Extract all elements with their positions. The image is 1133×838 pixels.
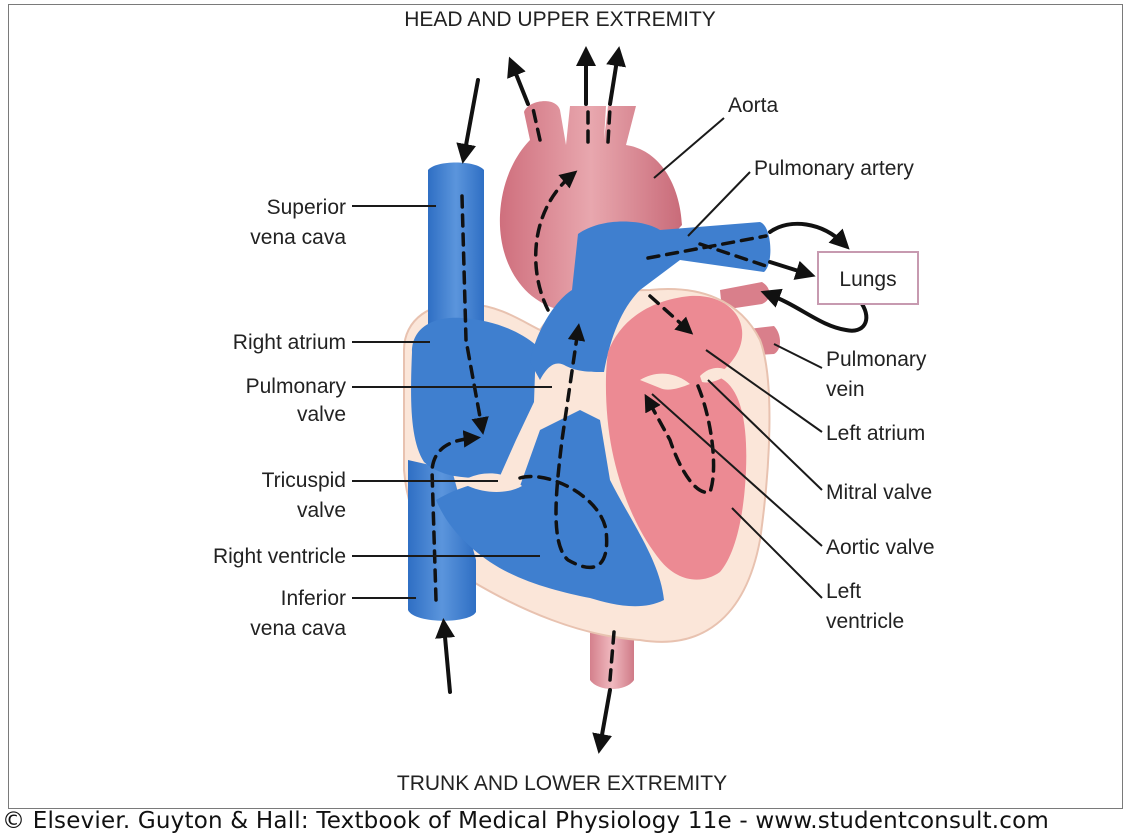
label-tricuspid-valve-1: Tricuspid (262, 469, 346, 492)
label-right-atrium: Right atrium (233, 331, 346, 354)
label-mitral-valve: Mitral valve (826, 481, 932, 504)
label-superior-vena-cava-2: vena cava (250, 226, 346, 249)
label-pulmonary-vein-2: vein (826, 378, 865, 401)
label-aorta: Aorta (728, 94, 779, 117)
label-left-ventricle-2: ventricle (826, 610, 904, 633)
label-inferior-vena-cava-2: vena cava (250, 617, 346, 640)
superior-vena-cava (428, 163, 484, 341)
label-pulmonary-valve-1: Pulmonary (246, 375, 347, 398)
caption-top: HEAD AND UPPER EXTREMITY (404, 8, 716, 31)
caption-bottom: TRUNK AND LOWER EXTREMITY (397, 772, 727, 795)
label-superior-vena-cava-1: Superior (267, 196, 346, 219)
label-tricuspid-valve-2: valve (297, 499, 346, 522)
label-pulmonary-valve-2: valve (297, 403, 346, 426)
lungs-label: Lungs (839, 268, 896, 291)
label-inferior-vena-cava-1: Inferior (281, 587, 346, 610)
label-left-ventricle-1: Left (826, 580, 861, 603)
label-aortic-valve: Aortic valve (826, 536, 935, 559)
label-right-ventricle: Right ventricle (213, 545, 346, 568)
label-pulmonary-artery: Pulmonary artery (754, 157, 914, 180)
label-pulmonary-vein-1: Pulmonary (826, 348, 927, 371)
copyright-text: © Elsevier. Guyton & Hall: Textbook of M… (2, 808, 1133, 838)
label-left-atrium: Left atrium (826, 422, 925, 445)
